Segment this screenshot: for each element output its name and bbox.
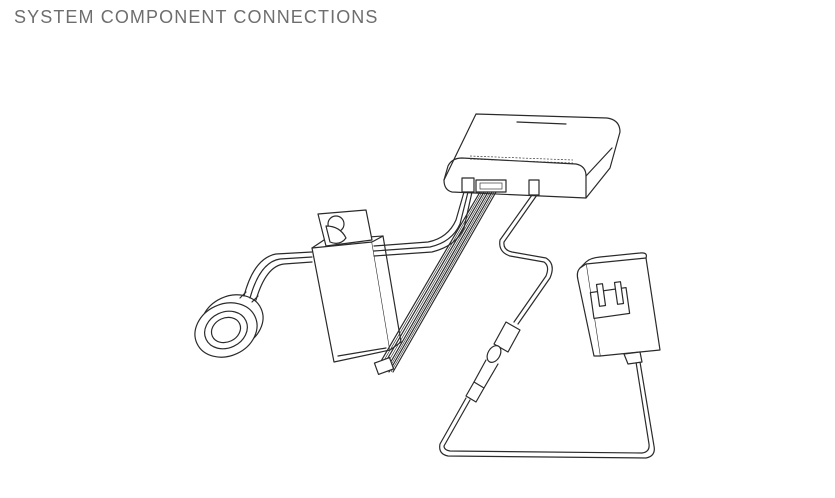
power-cable-lower — [439, 361, 655, 459]
controller-box — [443, 113, 621, 199]
barrel-connector — [465, 321, 521, 403]
puck-light — [194, 291, 264, 358]
power-adapter — [576, 252, 661, 365]
power-cable-upper — [499, 194, 553, 325]
ribbon-cable — [373, 191, 497, 375]
controller-ports — [461, 177, 540, 196]
driver-box — [311, 209, 402, 363]
page-title: SYSTEM COMPONENT CONNECTIONS — [14, 7, 379, 27]
light-driver-cable — [243, 251, 313, 301]
